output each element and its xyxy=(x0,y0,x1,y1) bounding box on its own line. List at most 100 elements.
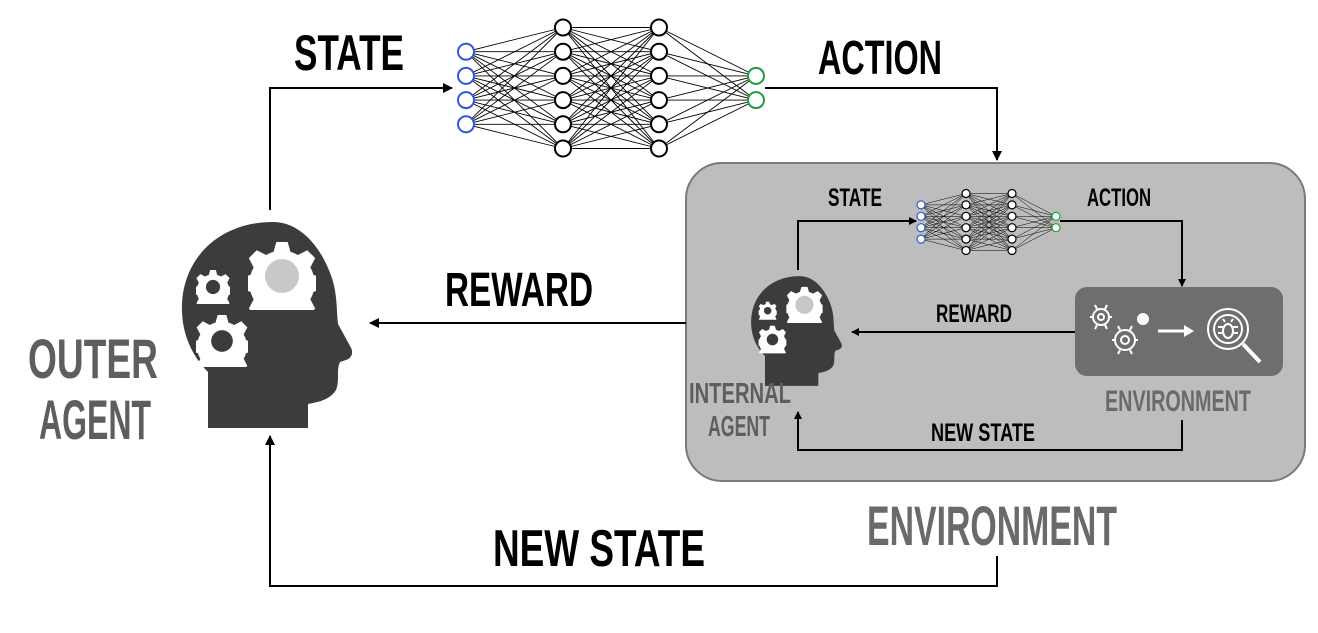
environment-icon xyxy=(1075,287,1283,376)
output-node xyxy=(1051,211,1061,221)
network-edge xyxy=(658,99,757,149)
inner-action-arrow xyxy=(1060,220,1186,287)
output-node xyxy=(747,91,765,110)
network-edge xyxy=(1011,193,1057,217)
outer-connectors xyxy=(265,83,1002,587)
network-edge xyxy=(465,27,564,77)
hidden-node xyxy=(1007,200,1017,210)
network-edge xyxy=(965,193,1013,240)
hidden-node xyxy=(650,139,668,158)
network-edge xyxy=(920,193,967,217)
network-edge xyxy=(965,193,1013,217)
network-edge xyxy=(465,27,564,101)
network-edge xyxy=(920,227,967,240)
hidden-node xyxy=(961,188,971,199)
hidden-node xyxy=(650,18,668,37)
network-edge xyxy=(562,27,660,125)
input-node xyxy=(916,223,926,233)
network-edge xyxy=(965,193,1013,206)
hidden-node xyxy=(961,200,971,210)
network-edge xyxy=(658,51,757,77)
hidden-node xyxy=(1007,245,1017,256)
network-edge xyxy=(465,123,564,149)
network-edge xyxy=(920,204,967,240)
hidden-node xyxy=(1007,188,1017,199)
network-edge xyxy=(465,99,564,125)
input-node xyxy=(457,91,475,110)
network-edge xyxy=(1011,216,1057,228)
input-node xyxy=(916,234,926,244)
inner-neural-network-icon xyxy=(916,188,1061,256)
inner-reward-label: REWARD xyxy=(936,300,1012,328)
network-edge xyxy=(965,216,1013,251)
outer-new-state-arrow xyxy=(265,435,998,587)
hidden-node xyxy=(1007,234,1017,244)
gears-icon xyxy=(1090,304,1149,355)
hidden-node xyxy=(554,18,572,37)
inner-agent-label-line2: AGENT xyxy=(708,411,770,443)
inner-state-arrow xyxy=(797,217,917,270)
network-edge xyxy=(1011,204,1057,217)
network-edge xyxy=(562,27,660,149)
hidden-node xyxy=(554,91,572,110)
network-edge xyxy=(562,27,660,101)
hidden-node xyxy=(1007,223,1017,233)
network-edge xyxy=(658,27,757,77)
hidden-node xyxy=(961,211,971,221)
input-node xyxy=(457,115,475,134)
network-edge xyxy=(920,193,967,240)
inner-action-label: ACTION xyxy=(1087,184,1151,212)
right-arrow-icon xyxy=(1158,325,1194,337)
outer-agent-head-icon xyxy=(182,222,352,428)
network-edge xyxy=(1011,227,1057,251)
outer-reward-label: REWARD xyxy=(445,264,593,317)
bug-search-icon xyxy=(1207,308,1262,364)
network-edge xyxy=(920,238,967,251)
network-edge xyxy=(658,75,757,125)
output-node xyxy=(1051,223,1061,233)
network-edge xyxy=(965,227,1013,251)
network-edge xyxy=(465,27,564,53)
hidden-node xyxy=(961,223,971,233)
network-edge xyxy=(562,75,660,149)
outer-state-label: STATE xyxy=(294,25,404,81)
hidden-node xyxy=(554,42,572,61)
input-node xyxy=(916,200,926,210)
network-edge xyxy=(920,193,967,228)
network-edge xyxy=(465,75,564,125)
inner-connectors xyxy=(794,217,1186,451)
network-edge xyxy=(965,193,1013,251)
network-edge xyxy=(658,75,757,149)
input-node xyxy=(916,211,926,221)
network-edge xyxy=(920,216,967,240)
inner-new-state-arrow xyxy=(794,411,1183,451)
hidden-node xyxy=(650,91,668,110)
outer-environment-label: ENVIRONMENT xyxy=(867,494,1117,557)
inner-state-label: STATE xyxy=(828,184,882,212)
network-edge xyxy=(562,51,660,149)
input-node xyxy=(457,42,475,61)
network-edge xyxy=(465,51,564,125)
hidden-node xyxy=(961,245,971,256)
hidden-node xyxy=(554,66,572,85)
outer-action-arrow xyxy=(765,87,1002,161)
outer-state-arrow xyxy=(269,83,453,210)
network-edge xyxy=(965,193,1013,228)
network-edge xyxy=(920,193,967,206)
inner-environment-label: ENVIRONMENT xyxy=(1105,385,1251,418)
outer-new-state-label: NEW STATE xyxy=(493,520,705,578)
output-node xyxy=(747,66,765,85)
hidden-node xyxy=(650,42,668,61)
outer-agent-label-line2: AGENT xyxy=(39,388,151,451)
input-node xyxy=(457,66,475,85)
network-edge xyxy=(465,27,564,125)
network-edge xyxy=(562,27,660,77)
network-edge xyxy=(965,204,1013,251)
inner-agent-label-line1: INTERNAL xyxy=(689,378,791,410)
network-edge xyxy=(1011,216,1057,240)
hidden-node xyxy=(554,115,572,134)
outer-action-label: ACTION xyxy=(818,32,942,85)
network-edge xyxy=(562,27,660,53)
hidden-node xyxy=(650,66,668,85)
